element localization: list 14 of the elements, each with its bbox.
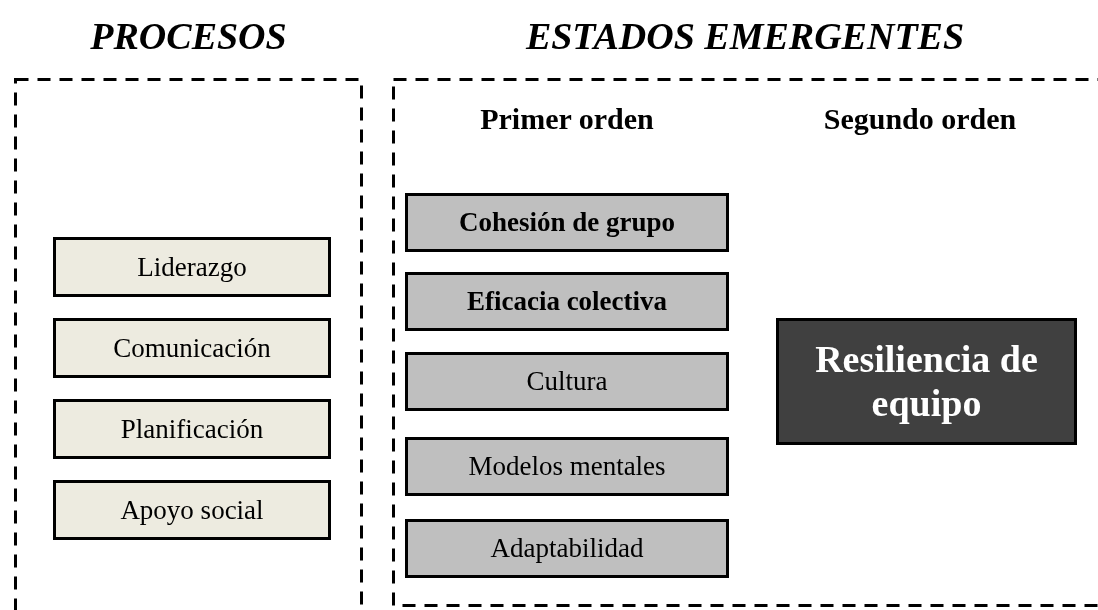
process-box: Comunicación — [53, 318, 331, 378]
first-order-box: Eficacia colectiva — [405, 272, 729, 331]
first-order-box: Modelos mentales — [405, 437, 729, 496]
column-heading: PROCESOS — [90, 14, 287, 59]
first-order-box: Adaptabilidad — [405, 519, 729, 578]
column-heading: ESTADOS EMERGENTES — [525, 14, 965, 59]
process-box: Apoyo social — [53, 480, 331, 540]
second-order-box: Resiliencia de equipo — [776, 318, 1077, 445]
first-order-box: Cohesión de grupo — [405, 193, 729, 252]
process-box: Liderazgo — [53, 237, 331, 297]
column-subheading: Primer orden — [480, 101, 654, 137]
process-box: Planificación — [53, 399, 331, 459]
column-subheading: Segundo orden — [823, 101, 1017, 137]
first-order-box: Cultura — [405, 352, 729, 411]
